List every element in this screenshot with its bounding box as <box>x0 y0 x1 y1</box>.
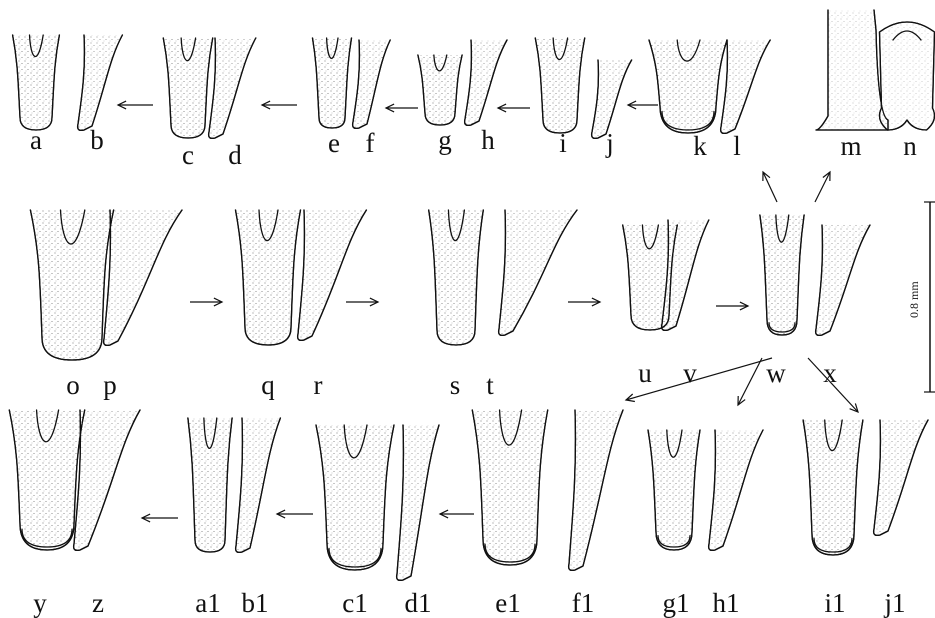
specimen-label-i: i <box>559 130 567 157</box>
specimen-h <box>465 40 507 125</box>
specimen-label-a1: a1 <box>195 590 220 617</box>
specimen-i <box>535 38 584 133</box>
specimen-label-d1: d1 <box>405 590 432 617</box>
arrow <box>628 101 658 109</box>
specimen-label-n: n <box>903 133 917 160</box>
specimen-label-q: q <box>261 372 275 399</box>
specimen-label-r: r <box>314 372 323 399</box>
specimen-label-f1: f1 <box>572 590 595 617</box>
specimen-f1 <box>569 410 623 570</box>
specimen-label-s: s <box>450 372 461 399</box>
specimen-label-w: w <box>766 360 786 387</box>
specimen-p <box>104 210 182 345</box>
specimen-e <box>313 38 352 128</box>
arrow <box>716 302 748 310</box>
specimen-label-v: v <box>683 360 697 387</box>
specimen-label-l: l <box>733 133 741 160</box>
arrow <box>440 510 474 518</box>
specimen-g <box>418 55 462 125</box>
arrow <box>142 514 178 522</box>
specimen-c1 <box>316 425 394 570</box>
specimen-i1 <box>803 420 863 555</box>
specimen-n <box>880 22 935 130</box>
specimen-label-h1: h1 <box>713 590 740 617</box>
arrow <box>277 510 313 518</box>
arrow <box>118 101 153 109</box>
specimen-h1 <box>709 430 763 550</box>
specimen-j <box>592 60 632 138</box>
specimen-b1 <box>236 418 281 552</box>
specimen-label-e1: e1 <box>495 590 520 617</box>
arrow <box>568 298 600 306</box>
specimen-label-c: c <box>182 142 194 169</box>
specimen-l <box>721 40 771 133</box>
specimen-label-m: m <box>840 133 861 160</box>
specimen-k <box>649 40 727 133</box>
specimen-o <box>30 210 113 360</box>
specimen-label-f: f <box>366 130 375 157</box>
arrow <box>262 101 297 109</box>
specimen-e1 <box>472 410 547 565</box>
specimen-r <box>298 210 367 340</box>
specimen-label-d: d <box>228 142 242 169</box>
specimen-q <box>236 210 301 345</box>
specimen-b <box>78 35 123 130</box>
specimen-s <box>429 210 484 345</box>
specimen-d1 <box>397 425 439 580</box>
specimen-label-h: h <box>481 127 495 154</box>
specimen-w <box>760 215 804 335</box>
specimen-label-g1: g1 <box>663 590 690 617</box>
specimen-m <box>816 10 888 130</box>
specimen-label-j1: j1 <box>884 590 905 617</box>
arrow <box>346 298 378 306</box>
specimen-f <box>353 40 391 128</box>
specimen-label-u: u <box>638 360 652 387</box>
specimen-x <box>816 225 870 335</box>
arrow <box>738 358 762 405</box>
specimen-d <box>209 38 256 138</box>
scale-bar-label: 0.8 mm <box>907 281 922 318</box>
specimen-label-b: b <box>90 127 104 154</box>
specimen-t <box>499 210 577 335</box>
specimen-label-p: p <box>103 372 117 399</box>
specimen-j1 <box>874 420 928 535</box>
specimen-label-b1: b1 <box>242 590 269 617</box>
specimen-label-i1: i1 <box>824 590 845 617</box>
arrow <box>815 172 830 202</box>
specimen-c <box>163 38 212 138</box>
specimen-label-x: x <box>823 360 837 387</box>
specimen-label-o: o <box>66 372 80 399</box>
specimen-a1 <box>188 418 232 552</box>
arrow <box>498 104 530 112</box>
arrow <box>190 298 222 306</box>
specimen-label-a: a <box>30 127 42 154</box>
specimen-z <box>74 410 140 550</box>
specimen-label-k: k <box>693 133 707 160</box>
specimen-label-e: e <box>328 130 340 157</box>
specimen-y <box>9 410 84 550</box>
specimen-label-z: z <box>92 590 104 617</box>
specimen-label-t: t <box>486 372 494 399</box>
arrow <box>386 104 418 112</box>
specimen-a <box>13 35 60 130</box>
arrow <box>763 172 777 202</box>
specimen-g1 <box>648 430 700 550</box>
specimen-label-y: y <box>33 590 47 617</box>
specimen-v <box>662 220 709 330</box>
specimen-label-g: g <box>438 127 452 154</box>
specimen-label-j: j <box>606 130 614 157</box>
specimen-label-c1: c1 <box>342 590 367 617</box>
